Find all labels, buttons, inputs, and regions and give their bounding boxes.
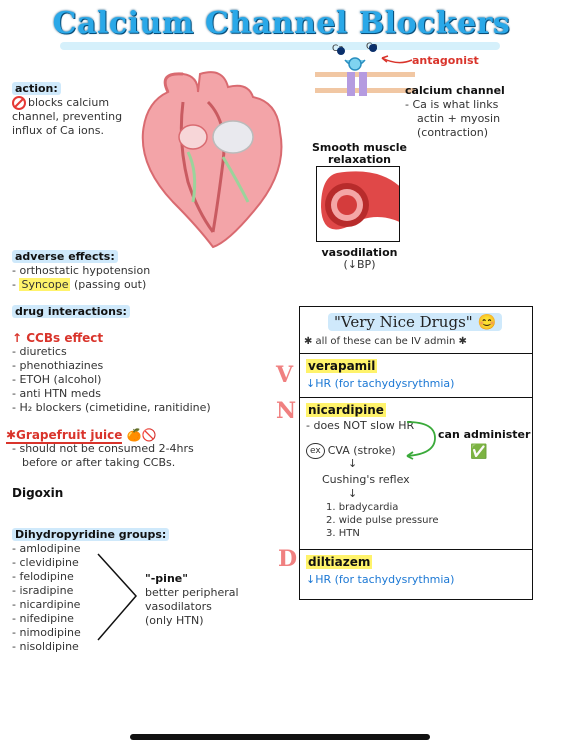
adverse-section: adverse effects: - orthostatic hypotensi… bbox=[12, 250, 212, 292]
grapefruit-section: ✱Grapefruit juice 🍊🚫 - should not be con… bbox=[6, 428, 266, 470]
bottom-bar bbox=[130, 734, 430, 740]
interactions-section: drug interactions: ↑ CCBs effect - diure… bbox=[12, 305, 272, 415]
verapamil-row: verapamil ↓HR (for tachydysrythmia) bbox=[300, 353, 532, 398]
antagonist-arrow-icon bbox=[381, 55, 413, 64]
interactions-heading: drug interactions: bbox=[12, 305, 130, 318]
adverse-prefix: - bbox=[12, 278, 20, 291]
channel-line: (contraction) bbox=[417, 126, 489, 139]
interaction-item: - anti HTN meds bbox=[12, 387, 101, 400]
vessel-box bbox=[316, 166, 409, 242]
blood-vessel-icon bbox=[321, 171, 409, 230]
dihydro-drug: - felodipine bbox=[12, 570, 74, 583]
action-line: blocks calcium bbox=[28, 96, 110, 109]
smile-icon: 😊 bbox=[477, 313, 497, 331]
interaction-item: - diuretics bbox=[12, 345, 67, 358]
down-arrow-icon: ↓ bbox=[348, 487, 358, 500]
digoxin-label: Digoxin bbox=[12, 486, 64, 500]
cushing-item: 3. HTN bbox=[326, 528, 360, 539]
channel-notes: calcium channel - Ca is what links actin… bbox=[405, 84, 555, 140]
diltiazem-note-text: ↓HR (for tachydysrythmia) bbox=[306, 573, 455, 586]
verapamil-label: verapamil bbox=[306, 359, 378, 373]
vnd-title: "Very Nice Drugs" 😊 bbox=[328, 313, 503, 331]
no-icon bbox=[12, 96, 26, 110]
dihydro-drug: - nisoldipine bbox=[12, 640, 79, 653]
page-title: Calcium Channel Blockers bbox=[52, 6, 511, 41]
cva-text: CVA (stroke) bbox=[327, 444, 396, 457]
cushing-label: Cushing's reflex bbox=[322, 473, 410, 486]
dihydro-drug: - nimodipine bbox=[12, 626, 81, 639]
nicardipine-note: - does NOT slow HR bbox=[306, 419, 415, 432]
dihydro-drug: - amlodipine bbox=[12, 542, 81, 555]
adverse-line: - orthostatic hypotension bbox=[12, 264, 151, 277]
cushing-item: 2. wide pulse pressure bbox=[326, 515, 439, 526]
grapefruit-line: - should not be consumed 2-4hrs bbox=[12, 442, 194, 455]
cushing-item: 1. bradycardia bbox=[326, 502, 399, 513]
vnd-subtitle: ✱ all of these can be IV admin ✱ bbox=[304, 336, 467, 347]
interaction-item: - phenothiazines bbox=[12, 359, 104, 372]
grapefruit-label: ✱Grapefruit juice bbox=[6, 428, 123, 444]
channel-line: - Ca is what links bbox=[405, 98, 499, 111]
orange-no-icon: 🍊🚫 bbox=[126, 428, 157, 442]
dihydro-drug: - nifedipine bbox=[12, 612, 74, 625]
nicardipine-row: nicardipine - does NOT slow HR ex CVA (s… bbox=[300, 397, 532, 550]
adverse-heading: adverse effects: bbox=[12, 250, 118, 263]
verapamil-note-text: ↓HR (for tachydysrythmia) bbox=[306, 377, 455, 390]
action-line: channel, preventing bbox=[12, 110, 123, 123]
brace-icon bbox=[97, 553, 138, 641]
check-icon: ✅ bbox=[470, 444, 488, 460]
letter-d: D bbox=[278, 546, 298, 572]
heart-illustration bbox=[141, 71, 283, 249]
verapamil-note: ↓HR (for tachydysrythmia) bbox=[306, 377, 454, 391]
grapefruit-line: before or after taking CCBs. bbox=[22, 456, 176, 469]
cva-line: ex CVA (stroke) bbox=[306, 443, 396, 459]
ex-badge: ex bbox=[306, 443, 325, 459]
smooth-muscle-label: Smooth muscle relaxation bbox=[312, 142, 407, 166]
channel-line: actin + myosin bbox=[417, 112, 501, 125]
pine-notes: "-pine" better peripheral vasodilators (… bbox=[145, 572, 265, 628]
vnd-title-text: "Very Nice Drugs" bbox=[334, 313, 473, 331]
diltiazem-note: ↓HR (for tachydysrythmia) bbox=[306, 573, 454, 587]
vnd-box: "Very Nice Drugs" 😊 ✱ all of these can b… bbox=[299, 306, 533, 600]
smooth-muscle-line: Smooth muscle bbox=[312, 141, 408, 154]
antagonist-label: antagonist bbox=[412, 54, 479, 67]
ccb-effect: ↑ CCBs effect bbox=[12, 331, 272, 345]
vnd-header: "Very Nice Drugs" 😊 ✱ all of these can b… bbox=[300, 307, 532, 354]
interaction-item: - H₂ blockers (cimetidine, ranitidine) bbox=[12, 401, 211, 414]
adverse-line-2: - Syncope (passing out) bbox=[12, 278, 212, 292]
can-administer-label: can administer bbox=[438, 428, 531, 441]
title-underline bbox=[60, 42, 500, 50]
green-bracket-icon bbox=[406, 421, 436, 460]
vasodilation-label: vasodilation bbox=[321, 246, 398, 259]
calcium-channel-icon bbox=[315, 44, 415, 96]
smooth-muscle-line: relaxation bbox=[328, 153, 392, 166]
letter-n: N bbox=[276, 398, 297, 424]
diltiazem-label: diltiazem bbox=[306, 555, 373, 569]
action-heading: action: bbox=[12, 82, 61, 95]
pine-line: better peripheral bbox=[145, 586, 239, 599]
pine-line: (only HTN) bbox=[145, 614, 204, 627]
dihydro-section: Dihydropyridine groups: - amlodipine - c… bbox=[12, 528, 192, 654]
down-arrow-icon: ↓ bbox=[348, 457, 358, 470]
dihydro-drug: - isradipine bbox=[12, 584, 74, 597]
pine-line: vasodilators bbox=[145, 600, 212, 613]
diltiazem-row: diltiazem ↓HR (for tachydysrythmia) bbox=[300, 549, 532, 599]
dihydro-drug: - nicardipine bbox=[12, 598, 81, 611]
action-line: influx of Ca ions. bbox=[12, 124, 104, 137]
nicardipine-label: nicardipine bbox=[306, 403, 386, 417]
dihydro-heading: Dihydropyridine groups: bbox=[12, 528, 170, 541]
ccb-effect-text: ↑ CCBs effect bbox=[12, 331, 104, 345]
interaction-item: - ETOH (alcohol) bbox=[12, 373, 102, 386]
pine-line: "-pine" bbox=[145, 572, 188, 585]
bp-label: (↓BP) bbox=[343, 258, 376, 271]
cushing-list: 1. bradycardia 2. wide pulse pressure 3.… bbox=[326, 501, 439, 540]
adverse-rest: (passing out) bbox=[70, 278, 147, 291]
action-section: action: blocks calcium channel, preventi… bbox=[12, 82, 142, 138]
syncope-highlight: Syncope bbox=[19, 278, 71, 291]
dihydro-drug: - clevidipine bbox=[12, 556, 79, 569]
letter-v: V bbox=[276, 362, 294, 388]
channel-title: calcium channel bbox=[405, 84, 505, 97]
